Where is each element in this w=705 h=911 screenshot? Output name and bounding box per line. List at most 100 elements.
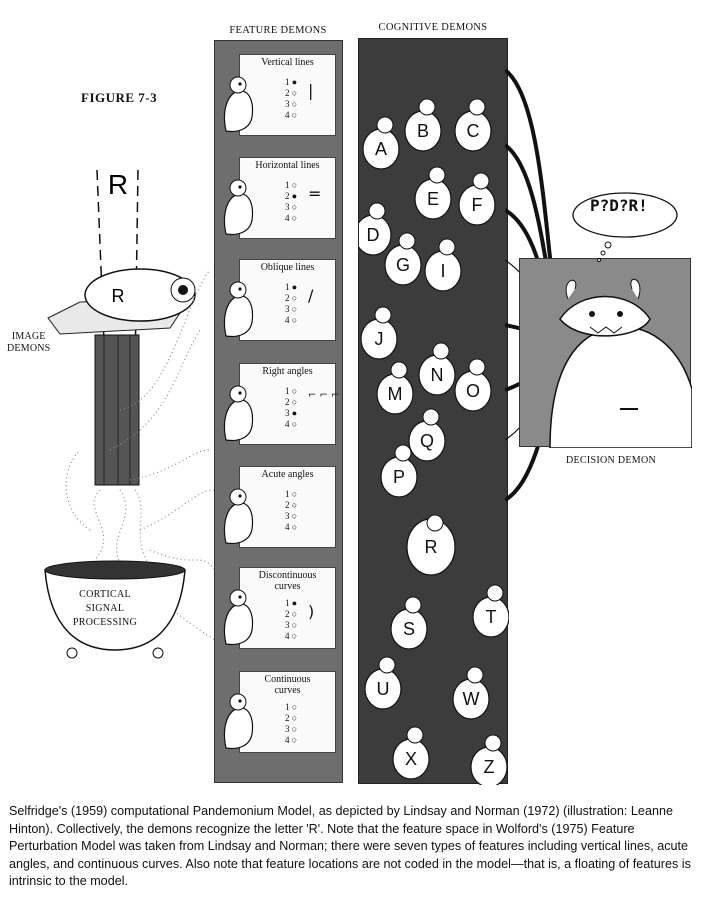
empty-circle-icon: ○ — [289, 500, 298, 510]
feature-option-number: 1 — [285, 489, 290, 499]
cognitive-letter: J — [375, 329, 384, 349]
cognitive-demon-o: O — [454, 358, 492, 412]
feature-option: 4 ○ — [285, 213, 297, 223]
feature-option-number: 2 — [285, 88, 290, 98]
cognitive-demon-j: J — [360, 306, 398, 360]
feature-option: 3 ○ — [285, 304, 297, 314]
feature-demon-title-line: Vertical lines — [261, 57, 314, 68]
feature-option: 3 ○ — [285, 724, 297, 734]
feature-option-number: 2 — [285, 293, 290, 303]
feature-option-number: 4 — [285, 735, 290, 745]
empty-circle-icon: ○ — [289, 511, 298, 521]
cognitive-demon-w: W — [452, 666, 490, 720]
feature-option: 3 ○ — [285, 511, 297, 521]
cognitive-demon-d: D — [354, 202, 392, 256]
cognitive-demons-header: COGNITIVE DEMONS — [378, 22, 488, 33]
feature-demon-title: Oblique lines — [240, 262, 335, 273]
feature-demon-figure — [223, 76, 254, 133]
image-demons-label: IMAGE DEMONS — [7, 331, 50, 355]
feature-option: 2 ○ — [285, 500, 297, 510]
feature-option-number: 3 — [285, 724, 290, 734]
feature-glyph: | — [308, 81, 314, 100]
cognitive-letter: C — [467, 121, 480, 141]
feature-option: 1 ● — [285, 77, 297, 87]
feature-demon-title-line: Acute angles — [261, 469, 314, 480]
feature-option-number: 4 — [285, 110, 290, 120]
decision-demon-label: DECISION DEMON — [565, 455, 657, 466]
feature-demon-title-line: Continuous — [264, 674, 311, 685]
cortical-label-line2: SIGNAL — [85, 603, 125, 614]
cognitive-letter: U — [377, 679, 390, 699]
feature-option: 4 ○ — [285, 522, 297, 532]
feature-option-number: 3 — [285, 202, 290, 212]
feature-demon-figure — [223, 281, 254, 338]
feature-option: 4 ○ — [285, 315, 297, 325]
feature-option-number: 2 — [285, 609, 290, 619]
filled-circle-icon: ● — [289, 408, 298, 418]
feature-option: 2 ○ — [285, 397, 297, 407]
feature-demon-title-line: Right angles — [262, 366, 313, 377]
cognitive-demon-g: G — [384, 232, 422, 286]
empty-circle-icon: ○ — [289, 724, 298, 734]
feature-option-number: 4 — [285, 419, 290, 429]
feature-demon-title: Horizontal lines — [240, 160, 335, 171]
feature-option: 1 ● — [285, 282, 297, 292]
feature-demon-title-line: curves — [274, 685, 301, 696]
feature-demon-figure — [223, 179, 254, 236]
feature-demon-title: Acute angles — [240, 469, 335, 480]
feature-option: 1 ○ — [285, 489, 297, 499]
image-demons-label-line1: IMAGE — [11, 331, 46, 342]
feature-option-number: 1 — [285, 77, 290, 87]
feature-option: 1 ○ — [285, 386, 297, 396]
feature-option-number: 2 — [285, 713, 290, 723]
empty-circle-icon: ○ — [289, 386, 298, 396]
feature-option: 4 ○ — [285, 735, 297, 745]
feature-option: 3 ○ — [285, 202, 297, 212]
empty-circle-icon: ○ — [289, 609, 298, 619]
feature-demon-title-line: Discontinuous — [258, 570, 317, 581]
feature-option-number: 4 — [285, 631, 290, 641]
cortical-signal-label: CORTICAL SIGNAL PROCESSING — [50, 588, 160, 630]
empty-circle-icon: ○ — [289, 522, 298, 532]
cognitive-letter: T — [486, 607, 497, 627]
cognitive-demon-r: R — [406, 514, 456, 576]
cognitive-letter: I — [440, 261, 445, 281]
feature-option-number: 1 — [285, 180, 290, 190]
feature-option-number: 4 — [285, 315, 290, 325]
feature-glyph: = — [308, 184, 322, 203]
feature-demon-figure — [223, 488, 254, 545]
cognitive-letter: X — [405, 749, 417, 769]
decision-demon-figure — [549, 278, 693, 449]
empty-circle-icon: ○ — [289, 304, 298, 314]
feature-option-number: 3 — [285, 511, 290, 521]
feature-demon-title: Vertical lines — [240, 57, 335, 68]
feature-option: 4 ○ — [285, 110, 297, 120]
empty-circle-icon: ○ — [289, 631, 298, 641]
cognitive-letter: G — [396, 255, 410, 275]
empty-circle-icon: ○ — [289, 213, 298, 223]
feature-option: 4 ○ — [285, 631, 297, 641]
figure-label: FIGURE 7-3 — [81, 90, 158, 105]
empty-circle-icon: ○ — [289, 315, 298, 325]
feature-glyph: ⌐ ⌐ ⌐ — [308, 390, 340, 401]
cognitive-demon-n: N — [418, 342, 456, 396]
feature-glyph: ) — [308, 602, 315, 621]
feature-option: 3 ○ — [285, 99, 297, 109]
feature-option-number: 1 — [285, 386, 290, 396]
cognitive-demon-s: S — [390, 596, 428, 650]
feature-option: 2 ○ — [285, 609, 297, 619]
feature-option-number: 4 — [285, 213, 290, 223]
cognitive-letter: F — [472, 195, 483, 215]
filled-circle-icon: ● — [289, 191, 298, 201]
feature-option-number: 3 — [285, 304, 290, 314]
feature-demon-figure — [223, 385, 254, 442]
cognitive-demon-e: E — [414, 166, 452, 220]
feature-demon-title-line: curves — [274, 581, 301, 592]
filled-circle-icon: ● — [289, 598, 298, 608]
cognitive-letter: M — [388, 384, 403, 404]
